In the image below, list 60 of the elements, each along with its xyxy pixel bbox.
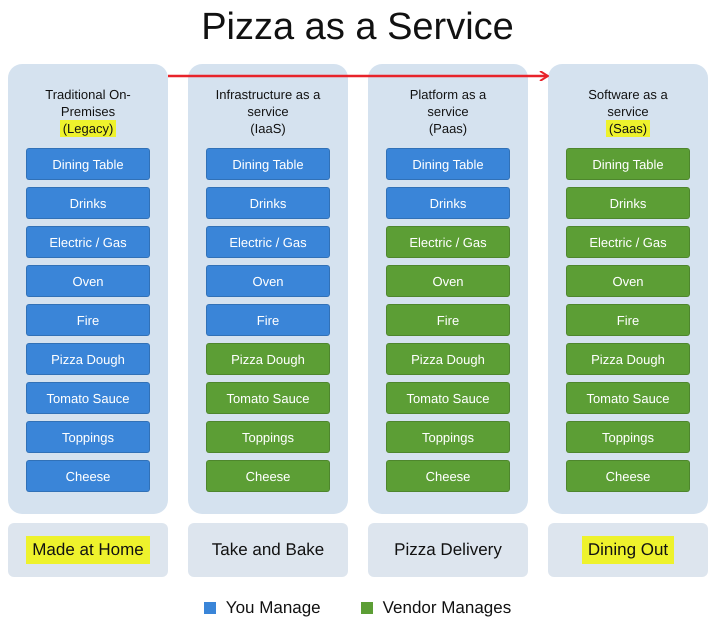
- layer-box: Pizza Dough: [566, 343, 690, 375]
- column-heading: Software as a service: [587, 86, 669, 120]
- layer-box: Toppings: [26, 421, 150, 453]
- heading-tag: (Legacy): [60, 120, 116, 137]
- layer-box: Dining Table: [206, 148, 330, 180]
- layer-box: Tomato Sauce: [206, 382, 330, 414]
- outcome-card: [188, 523, 348, 577]
- arrow: [168, 70, 549, 82]
- layer-box: Drinks: [206, 187, 330, 219]
- layer-box: Dining Table: [26, 148, 150, 180]
- layer-box: Pizza Dough: [386, 343, 510, 375]
- outcome-label: Pizza Delivery: [393, 539, 503, 561]
- layer-box: Cheese: [206, 460, 330, 492]
- layer-box: Fire: [566, 304, 690, 336]
- column-panel: [8, 64, 168, 514]
- layer-box: Electric / Gas: [206, 226, 330, 258]
- layer-box: Fire: [386, 304, 510, 336]
- column-panel: [548, 64, 708, 514]
- heading-tag: (IaaS): [250, 120, 286, 137]
- heading-tag: (Saas): [606, 120, 650, 137]
- layer-box: Cheese: [26, 460, 150, 492]
- heading-tag: (Paas): [428, 120, 468, 137]
- column-heading: Platform as a service: [408, 86, 488, 120]
- layer-box: Oven: [206, 265, 330, 297]
- legend-label: Vendor Manages: [382, 598, 512, 618]
- layer-box: Cheese: [386, 460, 510, 492]
- column-heading: Infrastructure as a service: [214, 86, 322, 120]
- layer-box: Dining Table: [566, 148, 690, 180]
- layer-box: Dining Table: [386, 148, 510, 180]
- outcome-label: Made at Home: [26, 536, 150, 564]
- layer-box: Tomato Sauce: [566, 382, 690, 414]
- layer-box: Fire: [206, 304, 330, 336]
- outcome-card: [8, 523, 168, 577]
- legend-label: You Manage: [226, 598, 321, 618]
- title: Pizza as a Service: [200, 6, 515, 49]
- layer-box: Electric / Gas: [386, 226, 510, 258]
- layer-box: Oven: [26, 265, 150, 297]
- layer-box: Electric / Gas: [26, 226, 150, 258]
- layer-box: Toppings: [206, 421, 330, 453]
- layer-box: Oven: [566, 265, 690, 297]
- layer-box: Toppings: [386, 421, 510, 453]
- layer-box: Tomato Sauce: [26, 382, 150, 414]
- outcome-label: Take and Bake: [210, 539, 326, 561]
- layer-box: Toppings: [566, 421, 690, 453]
- layer-box: Pizza Dough: [206, 343, 330, 375]
- layer-box: Drinks: [566, 187, 690, 219]
- column-panel: [368, 64, 528, 514]
- layer-box: Drinks: [26, 187, 150, 219]
- outcome-card: [368, 523, 528, 577]
- layer-box: Tomato Sauce: [386, 382, 510, 414]
- outcome-card: [548, 523, 708, 577]
- outcome-label: Dining Out: [582, 536, 674, 564]
- column-heading: Traditional On-Premises: [44, 86, 132, 120]
- layer-box: Electric / Gas: [566, 226, 690, 258]
- layer-box: Drinks: [386, 187, 510, 219]
- layer-box: Cheese: [566, 460, 690, 492]
- layer-box: Pizza Dough: [26, 343, 150, 375]
- layer-box: Fire: [26, 304, 150, 336]
- column-panel: [188, 64, 348, 514]
- layer-box: Oven: [386, 265, 510, 297]
